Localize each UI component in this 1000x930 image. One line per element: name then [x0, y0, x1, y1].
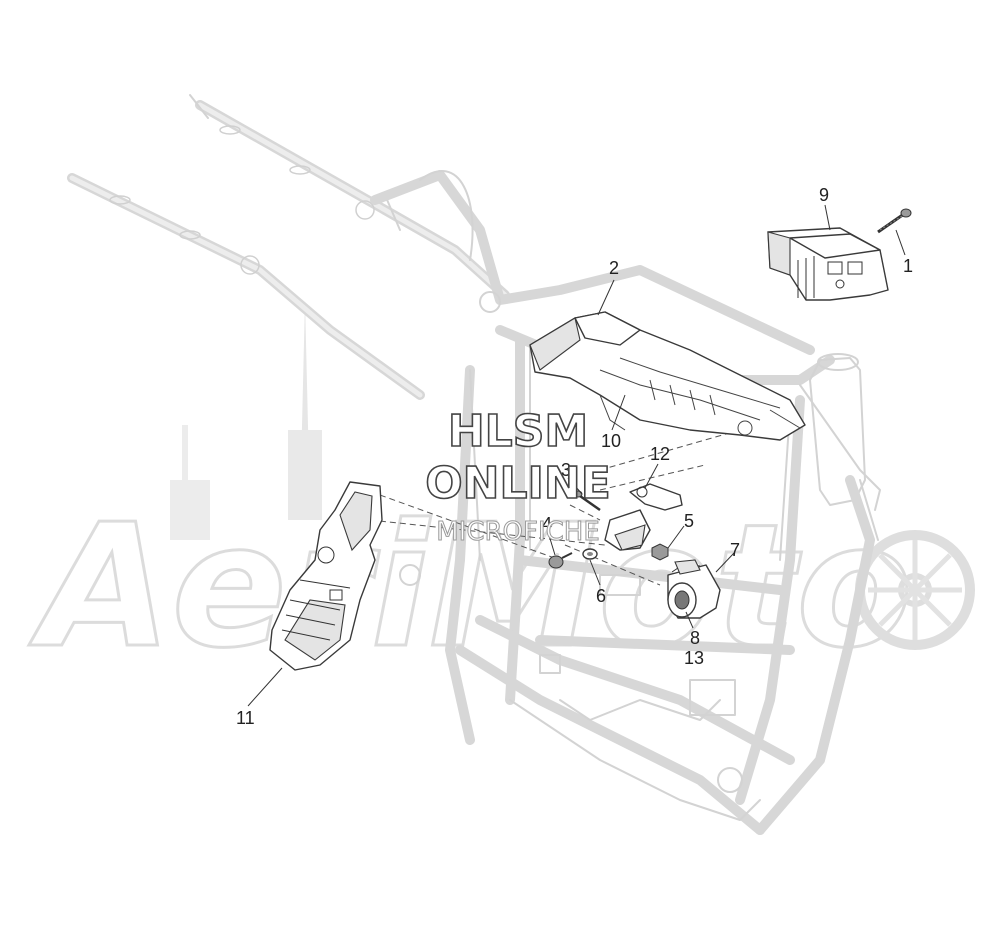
callout-4: 4 — [542, 514, 552, 534]
cathedral-silhouette-icon — [170, 300, 322, 540]
mounting-bracket — [604, 483, 683, 551]
callout-10: 10 — [601, 431, 621, 451]
nut-icon — [651, 543, 669, 561]
callout-labels: 1 2 3 4 5 6 7 8 9 10 11 12 13 — [236, 185, 913, 728]
screw-icon — [877, 208, 912, 234]
callout-1: 1 — [903, 256, 913, 276]
callout-2: 2 — [609, 258, 619, 278]
callout-11: 11 — [236, 708, 255, 728]
watermark-line3: MICROFICHE — [436, 517, 600, 547]
callout-8: 8 — [690, 628, 700, 648]
watermark-line2: ONLINE — [425, 458, 611, 509]
assembly-lines — [369, 429, 741, 586]
callout-13: 13 — [684, 648, 704, 668]
relay-block — [767, 227, 889, 301]
wire-harness-conduit — [529, 311, 806, 441]
electrical-caddy — [269, 481, 383, 671]
rivet-icon — [548, 552, 573, 569]
callout-3: 3 — [561, 460, 571, 480]
callout-7: 7 — [730, 540, 740, 560]
hlsm-watermark: HLSM ONLINE MICROFICHE — [424, 405, 611, 547]
leader-lines — [247, 204, 906, 707]
cylindrical-relay — [667, 559, 721, 619]
callout-5: 5 — [684, 511, 694, 531]
callout-9: 9 — [819, 185, 829, 205]
wheel-watermark-icon — [855, 530, 975, 650]
callout-6: 6 — [596, 586, 606, 606]
grommet-icon — [582, 548, 598, 560]
bolt-icon — [573, 490, 601, 512]
watermark-line1: HLSM — [448, 406, 588, 457]
callout-12: 12 — [650, 444, 670, 464]
